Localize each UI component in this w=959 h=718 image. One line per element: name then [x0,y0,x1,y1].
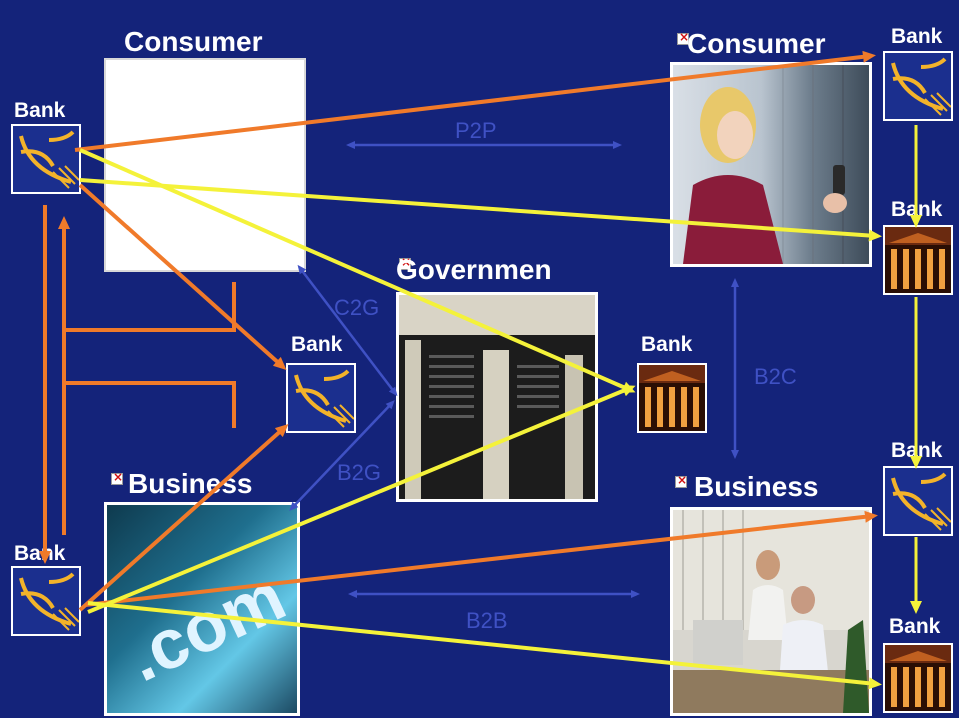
government-label: Governmen [396,254,552,285]
yellow-arrow-to-government-bank [79,148,636,393]
bank-logo-icon [19,130,80,189]
consumer-left-label: Consumer [124,26,263,57]
broken-image-icon [675,473,687,488]
flow-label-p2p: P2P [455,118,497,143]
orange-arrow-bank-to-business [84,510,878,607]
yellow-arrow-business-to-government-bank [87,385,636,614]
c2g-arrow [297,264,398,397]
bank-right-1-label: Bank [891,25,943,48]
flow-label-b2b: B2B [466,608,508,633]
bank-left-top-logo [11,124,81,194]
business-right-label: Business [694,471,819,502]
orange-bracket-bottom [64,381,236,428]
bank-logo-icon [19,572,80,631]
broken-image-icon [677,30,689,45]
orange-arrow-bank-to-bank-2 [78,424,289,612]
orange-arrow-bank-to-consumer [74,50,876,152]
b2g-arrow [289,400,395,511]
orange-bracket-top [64,282,236,332]
bank-center-right-label: Bank [641,333,693,356]
bank-logo-icon [891,57,952,116]
bank-building-icon [885,645,951,707]
broken-image-icon [111,470,123,485]
bank-right-4-label: Bank [889,615,941,638]
bank-right-4-building [883,643,953,713]
broken-image-icon [399,255,411,270]
woman-with-phone-image [683,65,847,264]
bank-left-bottom-logo [11,566,81,636]
bank-logo-icon [891,472,952,531]
yellow-arrow-bank-to-bank [79,178,882,242]
office-workers-image [673,510,869,713]
bank-building-icon [639,365,705,427]
consumer-right-label: Consumer [687,28,826,59]
bank-center-right-building [637,363,707,433]
dot-com-image: .com [115,557,296,697]
orange-arrow-bank-to-bank [78,183,287,371]
bank-right-1-logo [883,51,953,121]
flow-label-b2c: B2C [754,364,797,389]
yellow-arrow-bank-to-bank-bottom [87,601,882,690]
bank-left-top-label: Bank [14,99,66,122]
bank-building-icon [885,227,951,289]
